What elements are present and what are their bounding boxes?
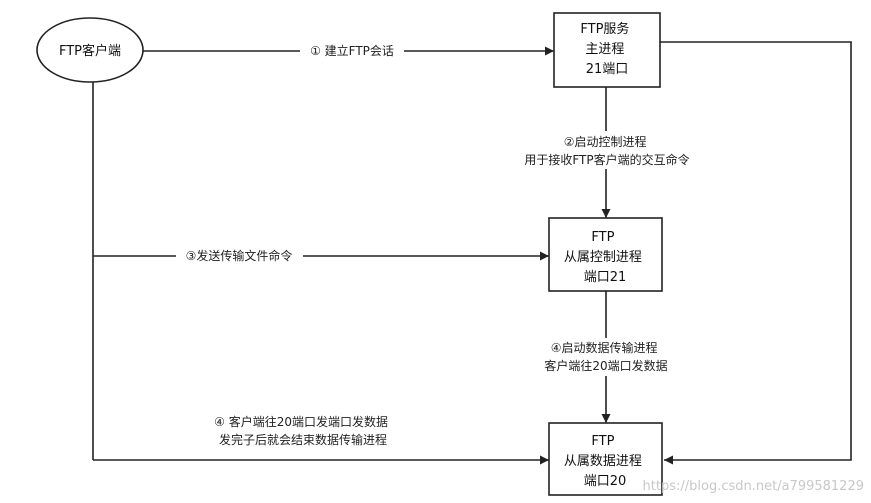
edge-label-bg xyxy=(530,338,682,376)
edge-label-4a-line-2: 客户端往20端口发数据 xyxy=(544,358,667,373)
edge-label-2: ②启动控制进程 用于接收FTP客户端的交互命令 xyxy=(524,134,689,167)
edge-label-bg xyxy=(176,247,303,265)
node-control-process-line-1: FTP xyxy=(591,230,614,245)
edge-label-4b: ④ 客户端往20端口发端口发数据 发完子后就会结束数据传输进程 xyxy=(214,414,392,447)
node-main-process-line-2: 主进程 xyxy=(585,42,624,57)
edge-main-to-data-loop xyxy=(660,41,852,465)
node-control-process xyxy=(548,217,663,292)
edge-label-4a: ④启动数据传输进程 客户端往20端口发数据 xyxy=(544,340,667,373)
node-main-process xyxy=(553,12,661,88)
node-client xyxy=(36,17,144,83)
node-client-line-1: FTP客户端 xyxy=(59,43,121,59)
node-data-process-line-3: 端口20 xyxy=(584,474,627,489)
node-main-process-line-1: FTP服务 xyxy=(580,21,629,37)
node-data-process xyxy=(548,422,663,496)
edge-label-4b-line-1: ④ 客户端往20端口发端口发数据 xyxy=(214,414,388,429)
edge-label-1-line-1: ① 建立FTP会话 xyxy=(310,43,394,58)
node-control-process-line-2: 从属控制进程 xyxy=(564,250,642,265)
edge-label-2-line-2: 用于接收FTP客户端的交互命令 xyxy=(524,152,689,167)
edge-label-2-line-1: ②启动控制进程 xyxy=(564,134,647,149)
edge-label-4a-line-1: ④启动数据传输进程 xyxy=(551,340,658,355)
watermark-text: https://blog.csdn.net/a799581229 xyxy=(643,479,864,494)
edge-label-bg xyxy=(300,42,404,60)
node-client-label: FTP客户端 xyxy=(59,43,121,59)
node-data-process-label: FTP 从属数据进程 端口20 xyxy=(564,434,646,489)
edge-label-4b-line-2: 发完子后就会结束数据传输进程 xyxy=(219,432,387,447)
node-data-process-line-1: FTP xyxy=(591,434,614,449)
node-control-process-label: FTP 从属控制进程 端口21 xyxy=(564,230,646,285)
node-control-process-line-3: 端口21 xyxy=(584,270,627,285)
node-data-process-line-2: 从属数据进程 xyxy=(564,454,642,469)
edge-label-bg xyxy=(532,131,682,169)
node-main-process-label: FTP服务 主进程 21端口 xyxy=(580,21,633,77)
edge-label-3-line-1: ③发送传输文件命令 xyxy=(186,248,293,263)
edge-label-1: ① 建立FTP会话 xyxy=(310,43,394,58)
edge-label-3: ③发送传输文件命令 xyxy=(186,248,293,263)
node-main-process-line-3: 21端口 xyxy=(586,62,629,77)
